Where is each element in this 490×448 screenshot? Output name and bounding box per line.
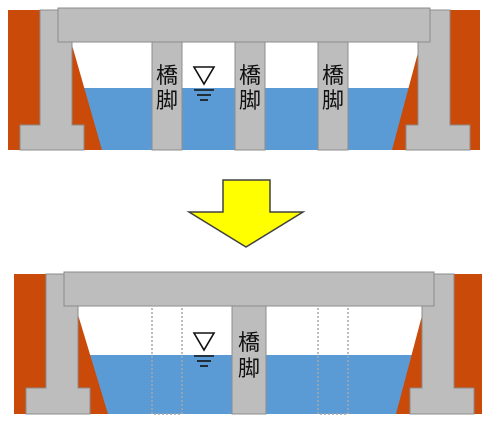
pier-1-label-top: 橋 bbox=[156, 64, 178, 89]
pier-2 bbox=[234, 41, 266, 151]
pier-3 bbox=[317, 41, 349, 151]
right-abutment bbox=[405, 9, 471, 151]
left-bank-slope bbox=[66, 45, 102, 150]
pier-2-label-top: 橋 bbox=[239, 64, 261, 89]
water-level-triangle-icon bbox=[192, 332, 216, 367]
down-arrow-icon bbox=[186, 179, 306, 248]
removed-pier-left bbox=[151, 305, 183, 415]
bridge-deck bbox=[57, 7, 431, 43]
top-panel-before: 橋 脚 橋 脚 橋 脚 bbox=[8, 7, 480, 151]
pier-center bbox=[231, 305, 267, 415]
water-level-triangle-icon bbox=[192, 66, 216, 101]
pier-2-label-bottom: 脚 bbox=[239, 89, 261, 114]
left-abutment bbox=[19, 9, 85, 151]
pier-center-label-top: 橋 bbox=[238, 331, 260, 356]
pier-3-label-top: 橋 bbox=[322, 64, 344, 89]
bottom-panel-after: 橋 脚 bbox=[14, 271, 482, 415]
pier-3-label-bottom: 脚 bbox=[322, 89, 344, 114]
pier-1 bbox=[151, 41, 183, 151]
left-abutment bbox=[25, 273, 91, 415]
pier-1-label-bottom: 脚 bbox=[156, 89, 178, 114]
pier-center-label-bottom: 脚 bbox=[238, 357, 260, 382]
removed-pier-right bbox=[317, 305, 349, 415]
right-abutment bbox=[409, 273, 475, 415]
bridge-deck bbox=[63, 271, 435, 307]
